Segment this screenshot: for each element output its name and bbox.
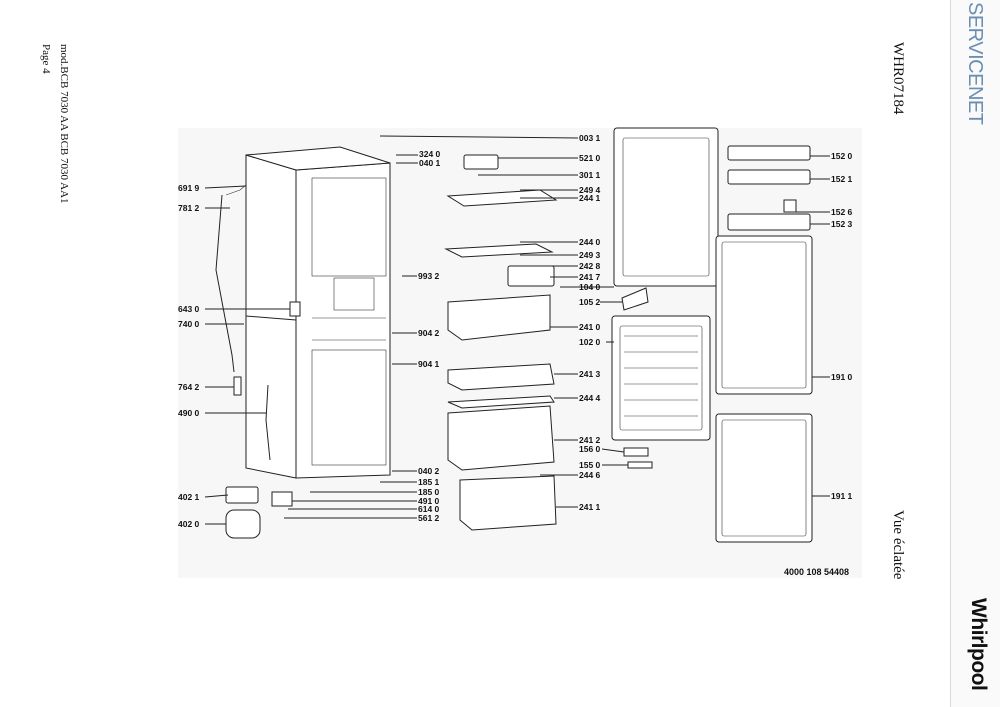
callout-102-0: 102 0 — [579, 337, 601, 347]
callout-491-0: 491 0 — [418, 496, 440, 506]
callout-244-1: 244 1 — [579, 193, 601, 203]
callout-241-7: 241 7 — [579, 272, 601, 282]
callout-614-0: 614 0 — [418, 504, 440, 514]
callout-191-0: 191 0 — [831, 372, 853, 382]
callout-402-0: 402 0 — [178, 519, 200, 529]
callout-249-4: 249 4 — [579, 185, 601, 195]
callout-191-1: 191 1 — [831, 491, 853, 501]
callout-301-1: 301 1 — [579, 170, 601, 180]
callout-040-2: 040 2 — [418, 466, 440, 476]
callout-402-1: 402 1 — [178, 492, 200, 502]
callout-643-0: 643 0 — [178, 304, 200, 314]
callout-185-1: 185 1 — [418, 477, 440, 487]
callout-244-6: 244 6 — [579, 470, 601, 480]
callout-993-2: 993 2 — [418, 271, 440, 281]
callout-152-1: 152 1 — [831, 174, 853, 184]
callout-904-2: 904 2 — [418, 328, 440, 338]
callout-249-3: 249 3 — [579, 250, 601, 260]
callout-104-0: 104 0 — [579, 282, 601, 292]
callout-105-2: 105 2 — [579, 297, 601, 307]
callout-244-0: 244 0 — [579, 237, 601, 247]
callout-156-0: 156 0 — [579, 444, 601, 454]
callout-152-6: 152 6 — [831, 207, 853, 217]
callout-185-0: 185 0 — [418, 487, 440, 497]
drawing-number: 4000 108 54408 — [784, 567, 850, 577]
cabinet-body — [245, 146, 391, 479]
callout-691-9: 691 9 — [178, 183, 200, 193]
callout-152-0: 152 0 — [831, 151, 853, 161]
callout-241-1: 241 1 — [579, 502, 601, 512]
callout-490-0: 490 0 — [178, 408, 200, 418]
brand-sidebar — [950, 0, 1000, 707]
callout-241-2: 241 2 — [579, 435, 601, 445]
callout-740-0: 740 0 — [178, 319, 200, 329]
callout-241-0: 241 0 — [579, 322, 601, 332]
callout-764-2: 764 2 — [178, 382, 200, 392]
callout-324-0: 324 0 — [419, 149, 441, 159]
callout-242-8: 242 8 — [579, 261, 601, 271]
callout-152-3: 152 3 — [831, 219, 853, 229]
callout-904-1: 904 1 — [418, 359, 440, 369]
callout-040-1: 040 1 — [419, 158, 441, 168]
callout-521-0: 521 0 — [579, 153, 601, 163]
callout-155-0: 155 0 — [579, 460, 601, 470]
callout-561-2: 561 2 — [418, 513, 440, 523]
callout-241-3: 241 3 — [579, 369, 601, 379]
callout-003-1: 003 1 — [579, 133, 601, 143]
callout-781-2: 781 2 — [178, 203, 200, 213]
callout-244-4: 244 4 — [579, 393, 601, 403]
